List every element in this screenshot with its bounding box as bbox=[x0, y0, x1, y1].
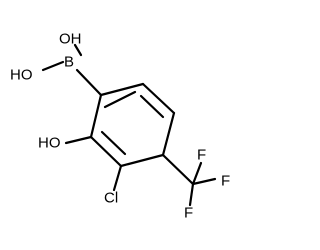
atom-boron: B bbox=[64, 54, 74, 71]
bond-cf3-f-bottom bbox=[188, 182, 195, 207]
bond-ring-c1-c2-inner bbox=[103, 90, 137, 109]
atom-fluorine-top: F bbox=[197, 147, 206, 164]
atom-fluorine-right: F bbox=[221, 173, 230, 190]
atom-chlorine: Cl bbox=[104, 190, 118, 207]
bond-c-cl bbox=[112, 164, 123, 192]
bond-cf3-f-right bbox=[191, 177, 217, 186]
structure-diagram: OH HO B HO Cl F F F bbox=[10, 31, 230, 222]
atom-labels: OH HO B HO Cl F F F bbox=[10, 31, 230, 222]
bond-ring-c2-c3 bbox=[141, 82, 176, 115]
bond-ring-c1-c2 bbox=[99, 82, 145, 97]
bond-ring-c4-c5 bbox=[119, 153, 165, 168]
bond-ring-c3-c4 bbox=[161, 111, 176, 157]
bond-c-oh-phenol bbox=[64, 135, 93, 145]
bond-ring-c5-c6 bbox=[89, 135, 123, 168]
bond-cf3-f-top bbox=[191, 161, 203, 186]
bond-ring-c6-c1 bbox=[89, 93, 103, 139]
atom-fluorine-bottom: F bbox=[184, 205, 193, 222]
bond-b-ho-left bbox=[41, 60, 65, 72]
bonds bbox=[41, 43, 217, 207]
atom-oh-top: OH bbox=[59, 31, 82, 48]
atom-ho-left: HO bbox=[10, 67, 33, 84]
atom-ho-phenol: HO bbox=[38, 135, 61, 152]
bond-b-oh-top bbox=[73, 43, 83, 57]
bond-ring-c3-c3-inner bbox=[139, 94, 165, 119]
bond-c-cf3 bbox=[161, 153, 195, 186]
bond-b-ring bbox=[75, 68, 103, 97]
bond-ring-c5-c6-inner bbox=[100, 130, 127, 156]
